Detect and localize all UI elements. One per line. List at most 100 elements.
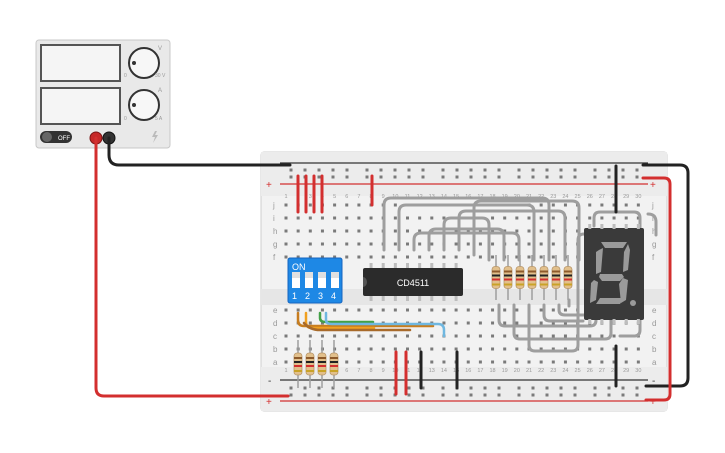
- breadboard-hole[interactable]: [320, 216, 324, 220]
- breadboard-hole[interactable]: [430, 255, 434, 259]
- breadboard-hole[interactable]: [430, 347, 434, 351]
- breadboard-hole[interactable]: [284, 203, 288, 207]
- breadboard-hole[interactable]: [539, 216, 543, 220]
- breadboard-hole[interactable]: [454, 334, 458, 338]
- breadboard-hole[interactable]: [551, 229, 555, 233]
- breadboard-hole[interactable]: [503, 216, 507, 220]
- rail-hole[interactable]: [421, 175, 425, 179]
- rail-hole[interactable]: [365, 386, 369, 390]
- breadboard-hole[interactable]: [478, 229, 482, 233]
- rail-hole[interactable]: [607, 168, 611, 172]
- wire-red-rail-bridge[interactable]: [641, 176, 672, 402]
- wire-grey[interactable]: [427, 227, 506, 262]
- rail-hole[interactable]: [331, 175, 335, 179]
- breadboard-hole[interactable]: [551, 216, 555, 220]
- breadboard-hole[interactable]: [491, 229, 495, 233]
- breadboard-hole[interactable]: [308, 334, 312, 338]
- breadboard-hole[interactable]: [454, 308, 458, 312]
- breadboard-hole[interactable]: [466, 347, 470, 351]
- rail-hole[interactable]: [545, 175, 549, 179]
- breadboard-hole[interactable]: [296, 308, 300, 312]
- rail-hole[interactable]: [379, 175, 383, 179]
- wire-orange[interactable]: [296, 311, 435, 328]
- breadboard-hole[interactable]: [466, 255, 470, 259]
- breadboard-hole[interactable]: [393, 216, 397, 220]
- rail-hole[interactable]: [455, 175, 459, 179]
- rail-hole[interactable]: [531, 393, 535, 397]
- breadboard-hole[interactable]: [612, 360, 616, 364]
- breadboard-hole[interactable]: [515, 321, 519, 325]
- breadboard-hole[interactable]: [491, 216, 495, 220]
- breadboard-hole[interactable]: [551, 347, 555, 351]
- breadboard-hole[interactable]: [491, 255, 495, 259]
- breadboard-hole[interactable]: [636, 347, 640, 351]
- breadboard-hole[interactable]: [466, 229, 470, 233]
- rail-hole[interactable]: [573, 393, 577, 397]
- breadboard-hole[interactable]: [418, 255, 422, 259]
- rail-hole[interactable]: [517, 386, 521, 390]
- breadboard-hole[interactable]: [442, 216, 446, 220]
- breadboard-hole[interactable]: [600, 203, 604, 207]
- breadboard-hole[interactable]: [442, 347, 446, 351]
- breadboard-hole[interactable]: [612, 347, 616, 351]
- rail-hole[interactable]: [345, 175, 349, 179]
- breadboard-hole[interactable]: [320, 321, 324, 325]
- breadboard-hole[interactable]: [393, 242, 397, 246]
- breadboard-hole[interactable]: [333, 229, 337, 233]
- rail-hole[interactable]: [635, 393, 639, 397]
- breadboard-hole[interactable]: [369, 242, 373, 246]
- breadboard-hole[interactable]: [515, 360, 519, 364]
- rail-hole[interactable]: [573, 175, 577, 179]
- rail-hole[interactable]: [421, 386, 425, 390]
- breadboard-hole[interactable]: [308, 321, 312, 325]
- rail-hole[interactable]: [331, 393, 335, 397]
- wire-grey[interactable]: [472, 199, 581, 262]
- breadboard-hole[interactable]: [563, 203, 567, 207]
- breadboard-hole[interactable]: [430, 216, 434, 220]
- breadboard-hole[interactable]: [491, 347, 495, 351]
- rail-hole[interactable]: [635, 175, 639, 179]
- rail-hole[interactable]: [621, 386, 625, 390]
- rail-hole[interactable]: [469, 393, 473, 397]
- breadboard-hole[interactable]: [393, 255, 397, 259]
- wire-black-rail-bridge[interactable]: [641, 163, 690, 388]
- breadboard-hole[interactable]: [393, 347, 397, 351]
- rail-hole[interactable]: [559, 175, 563, 179]
- breadboard-hole[interactable]: [527, 242, 531, 246]
- top-power-jumpers[interactable]: [296, 174, 374, 214]
- breadboard-hole[interactable]: [284, 334, 288, 338]
- power-wires[interactable]: [94, 136, 690, 402]
- rail-hole[interactable]: [331, 386, 335, 390]
- resistor[interactable]: [503, 255, 513, 300]
- breadboard-hole[interactable]: [503, 308, 507, 312]
- breadboard-hole[interactable]: [588, 216, 592, 220]
- breadboard-hole[interactable]: [320, 242, 324, 246]
- rail-hole[interactable]: [407, 393, 411, 397]
- breadboard-hole[interactable]: [588, 347, 592, 351]
- breadboard-hole[interactable]: [636, 216, 640, 220]
- breadboard-hole[interactable]: [503, 334, 507, 338]
- breadboard-hole[interactable]: [478, 360, 482, 364]
- input-wires[interactable]: [296, 311, 446, 338]
- breadboard-hole[interactable]: [418, 242, 422, 246]
- breadboard-hole[interactable]: [478, 347, 482, 351]
- rail-hole[interactable]: [545, 393, 549, 397]
- breadboard-hole[interactable]: [284, 255, 288, 259]
- rail-hole[interactable]: [483, 393, 487, 397]
- rail-hole[interactable]: [531, 175, 535, 179]
- breadboard-hole[interactable]: [308, 203, 312, 207]
- dip-lever[interactable]: [331, 272, 339, 288]
- pulldown-resistors[interactable]: [293, 340, 339, 388]
- breadboard-hole[interactable]: [478, 255, 482, 259]
- breadboard-hole[interactable]: [612, 334, 616, 338]
- breadboard-hole[interactable]: [369, 334, 373, 338]
- breadboard-hole[interactable]: [491, 334, 495, 338]
- breadboard-hole[interactable]: [430, 360, 434, 364]
- rail-hole[interactable]: [441, 393, 445, 397]
- rail-hole[interactable]: [441, 168, 445, 172]
- breadboard-hole[interactable]: [345, 334, 349, 338]
- breadboard-hole[interactable]: [503, 347, 507, 351]
- breadboard-hole[interactable]: [308, 308, 312, 312]
- bottom-power-jumpers[interactable]: [394, 164, 618, 396]
- breadboard-hole[interactable]: [406, 308, 409, 312]
